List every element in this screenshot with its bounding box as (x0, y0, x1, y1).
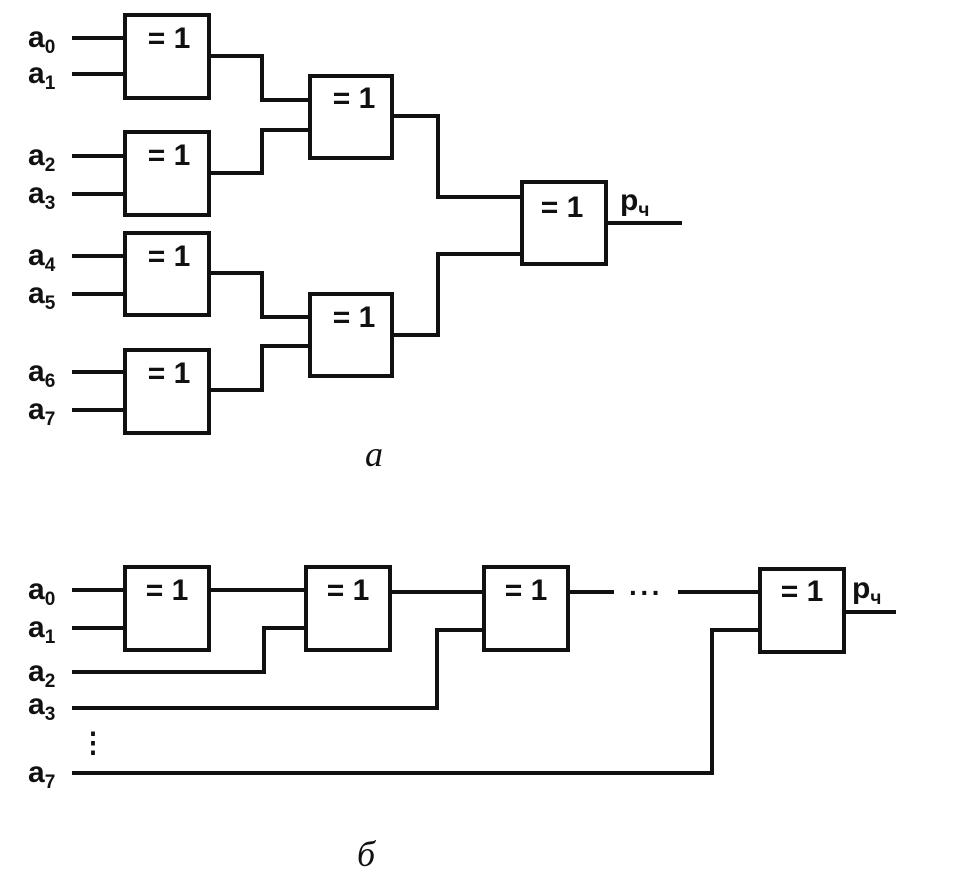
caption-a: а (365, 434, 383, 474)
gate-label: = 1 (541, 191, 584, 224)
gate-box (482, 565, 570, 652)
gate-label: = 1 (781, 575, 824, 608)
gate-label: = 1 (148, 240, 191, 273)
xor-gate-b2: = 1 (304, 565, 392, 652)
gate-box (123, 13, 211, 100)
input-label-a7: a7 (28, 393, 55, 430)
input-label-b-a3: a3 (28, 688, 55, 725)
gate-box (123, 348, 211, 435)
input-label-a4: a4 (28, 239, 56, 276)
wire-a-g5-g7 (392, 114, 522, 199)
input-label-a3: a3 (28, 177, 55, 214)
wire-b-a7 (72, 628, 760, 775)
input-label-a5: a5 (28, 277, 56, 314)
gate-label: = 1 (333, 301, 376, 334)
wire-a-g6-g7 (392, 252, 522, 337)
xor-gate-a1: = 1 (123, 13, 211, 100)
input-label-a0: a0 (28, 21, 55, 58)
gate-label: = 1 (146, 574, 189, 607)
xor-gate-a5: = 1 (308, 74, 394, 160)
gate-label: = 1 (148, 22, 191, 55)
wire-a-g2-g5 (209, 128, 310, 175)
gate-label: = 1 (505, 574, 548, 607)
xor-gate-a2: = 1 (123, 130, 211, 217)
input-label-b-a1: a1 (28, 611, 56, 648)
input-label-b-a0: a0 (28, 573, 55, 610)
part-b-chain-circuit: = 1 = 1 = 1 = 1 ··· a0 a1 a2 a3 a7 ⋮ pч … (28, 565, 896, 874)
gate-box (304, 565, 392, 652)
chain-ellipsis: ··· (629, 577, 663, 608)
gate-label: = 1 (148, 139, 191, 172)
wire-b-a2 (72, 626, 306, 674)
wire-b-a3 (72, 628, 484, 710)
xor-gate-a4: = 1 (123, 348, 211, 435)
gate-label: = 1 (333, 82, 376, 115)
xor-gate-bn: = 1 (758, 567, 846, 654)
input-label-b-a7: a7 (28, 756, 55, 793)
input-label-b-a2: a2 (28, 655, 55, 692)
gate-box (308, 74, 394, 160)
xor-gate-a6: = 1 (308, 292, 394, 378)
xor-gate-a3: = 1 (123, 231, 211, 317)
gate-box (520, 180, 608, 266)
gate-box (123, 231, 211, 317)
inputs-vertical-ellipsis: ⋮ (79, 727, 109, 758)
wire-a-g4-g6 (209, 344, 310, 392)
wire-a-g3-g6 (209, 271, 310, 319)
wire-a-g1-g5 (209, 54, 310, 102)
gate-box (123, 130, 211, 217)
output-label-a: pч (620, 184, 649, 221)
xor-gate-b1: = 1 (123, 565, 211, 652)
gate-box (308, 292, 394, 378)
gate-label: = 1 (148, 357, 191, 390)
gate-label: = 1 (327, 574, 370, 607)
xor-gate-a7: = 1 (520, 180, 608, 266)
gate-box (758, 567, 846, 654)
input-label-a2: a2 (28, 139, 55, 176)
input-label-a1: a1 (28, 57, 56, 94)
input-label-a6: a6 (28, 355, 55, 392)
xor-gate-b3: = 1 (482, 565, 570, 652)
part-a-tree-circuit: = 1 = 1 = 1 = 1 = 1 = 1 = 1 a0 a1 a2 (28, 13, 682, 474)
output-label-b: pч (852, 572, 881, 609)
caption-b: б (357, 834, 377, 874)
gate-box (123, 565, 211, 652)
